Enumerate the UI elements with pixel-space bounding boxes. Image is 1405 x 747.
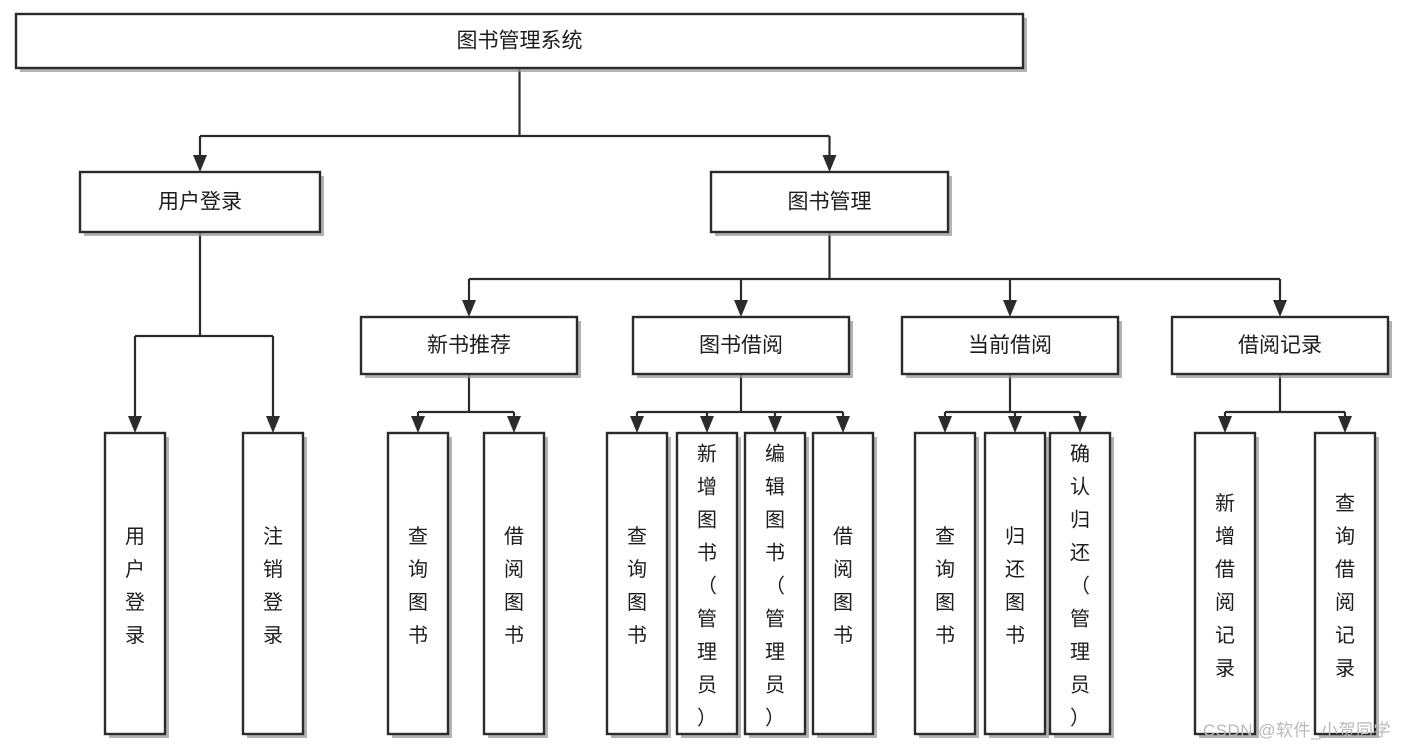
node-label: 新增图书（管理员） [697,443,717,730]
node-leaf-confirm-return[interactable]: 确认归还（管理员） [1048,431,1114,738]
node-label: 归还图书 [1005,525,1025,647]
node-label: 查询图书 [627,525,647,647]
node-label: 借阅图书 [504,525,524,647]
connector-layer [128,68,1352,433]
node-label: 用户登录 [125,526,145,647]
node-leaf-borrow-book-1[interactable]: 借阅图书 [482,431,548,738]
node-leaf-edit-book[interactable]: 编辑图书（管理员） [743,431,809,738]
node-leaf-add-book[interactable]: 新增图书（管理员） [675,431,741,738]
node-label: 用户登录 [158,191,242,214]
node-label: 图书借阅 [699,334,783,357]
node-user-login[interactable]: 用户登录 [78,170,324,236]
node-leaf-query-book-1[interactable]: 查询图书 [386,431,452,738]
node-leaf-user-logout[interactable]: 注销登录 [241,431,307,738]
node-leaf-query-borrow-record[interactable]: 查询借阅记录 [1313,431,1379,738]
node-root[interactable]: 图书管理系统 [14,12,1027,72]
node-current-borrow[interactable]: 当前借阅 [900,315,1122,378]
node-label: 注销登录 [263,525,283,647]
node-label: 图书管理系统 [457,30,583,53]
node-leaf-add-borrow-record[interactable]: 新增借阅记录 [1193,431,1259,738]
csdn-watermark: CSDN @软件_小贺同学 [1202,721,1391,740]
node-leaf-borrow-book-2[interactable]: 借阅图书 [811,431,877,738]
node-label: 图书管理 [788,191,872,214]
node-layer: 图书管理系统用户登录图书管理新书推荐图书借阅当前借阅借阅记录用户登录注销登录查询… [14,12,1392,738]
node-leaf-return-book[interactable]: 归还图书 [983,431,1049,738]
node-leaf-query-book-3[interactable]: 查询图书 [913,431,979,738]
node-label: 编辑图书（管理员） [765,443,785,730]
node-borrow-record[interactable]: 借阅记录 [1170,315,1392,378]
node-label: 查询图书 [408,525,428,647]
node-new-book-recommend[interactable]: 新书推荐 [359,315,581,378]
node-book-manage[interactable]: 图书管理 [709,170,952,236]
node-label: 新书推荐 [427,334,511,357]
node-label: 当前借阅 [968,334,1052,357]
node-book-borrow[interactable]: 图书借阅 [631,315,853,378]
node-label: 确认归还（管理员） [1070,443,1090,730]
node-label: 查询图书 [935,525,955,647]
node-label: 借阅记录 [1238,334,1322,357]
node-label: 新增借阅记录 [1215,492,1235,680]
node-leaf-query-book-2[interactable]: 查询图书 [605,431,671,738]
node-label: 查询借阅记录 [1335,492,1355,680]
node-label: 借阅图书 [833,525,853,647]
node-leaf-user-login[interactable]: 用户登录 [103,431,169,738]
